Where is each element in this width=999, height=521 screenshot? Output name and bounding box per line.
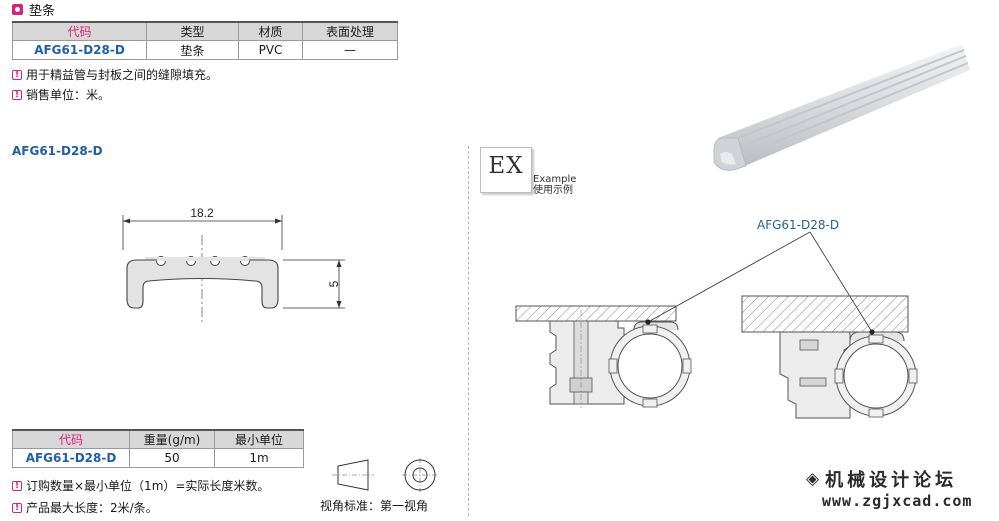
pipe-slot [682,358,692,374]
projection-cone [337,459,369,491]
order-cell-weight: 50 [129,448,215,468]
plate-section-right [741,295,909,333]
example-caption-zh: 使用示例 [533,185,573,196]
warning-icon: ! [12,70,22,80]
bracket-detail [799,339,819,351]
order-header-weight: 重量(g/m) [129,429,215,449]
spec-header-type: 类型 [146,21,239,41]
projection-label: 视角标准：第一视角 [320,499,429,513]
product-3d-render [713,44,970,171]
strip-profile-shape [126,259,279,309]
note-item: ! 订购数量×最小单位（1m）=实际长度米数。 [12,479,269,493]
arrow-head [336,301,342,308]
section-header: 垫条 [12,0,55,19]
order-header-code: 代码 [12,429,130,449]
profile-drawing: 18.2 5 [122,206,345,323]
example-caption: Example 使用示例 [533,174,576,196]
arrow-head [123,218,130,224]
notes-top: ! 用于精益管与封板之间的缝隙填充。 ! 销售单位：米。 [12,68,218,102]
watermark-url: www.zgjxcad.com [822,492,973,510]
width-dim-label: 18.2 [190,206,214,220]
strip-end-highlight [720,152,736,165]
pipe-inner-right [843,343,909,409]
strip-ridge [727,55,967,153]
order-table: 代码 重量(g/m) 最小单位 AFG61-D28-D 50 1m [12,429,304,468]
height-dim-label: 5 [327,280,341,287]
site-watermark: ◈ 机械设计论坛 [806,466,957,492]
pipe-inner-left [617,333,683,399]
spec-cell-code: AFG61-D28-D [12,40,147,60]
warning-icon: ! [12,481,22,491]
order-header-min-unit: 最小单位 [214,429,304,449]
spec-cell-surface: — [302,40,398,60]
callout-dot-left [645,319,651,325]
example-badge: EX [480,147,532,193]
pipe-slot [642,398,658,408]
spec-header-surface: 表面处理 [302,21,398,41]
spec-header-code: 代码 [12,21,147,41]
section-title: 垫条 [29,4,56,19]
example-badge-text: EX [488,153,524,179]
order-cell-code: AFG61-D28-D [12,448,130,468]
example-caption-en: Example [533,174,577,185]
notes-bottom: ! 订购数量×最小单位（1m）=实际长度米数。 ! 产品最大长度：2米/条。 [12,479,269,515]
example-callout-label: AFG61-D28-D [757,218,840,232]
strip-ridge [721,49,965,145]
warning-icon: ! [12,503,22,513]
assembly-examples [515,231,918,419]
spec-header-material: 材质 [238,21,303,41]
pipe-slot [642,324,658,334]
arrow-head [275,218,282,224]
warning-icon: ! [12,90,22,100]
callout-dot-right [869,329,875,335]
plate-section-left [515,305,677,322]
pipe-slot [608,358,618,374]
note-item: ! 销售单位：米。 [12,88,218,102]
watermark-logo-icon: ◈ [806,469,820,489]
spec-cell-type: 垫条 [146,40,239,60]
pipe-slot [868,334,884,344]
note-text: 产品最大长度：2米/条。 [26,501,158,515]
arrow-head [336,260,342,267]
note-item: ! 产品最大长度：2米/条。 [12,501,269,515]
pipe-slot [868,408,884,418]
order-cell-min-unit: 1m [214,448,304,468]
bracket-detail [799,377,827,387]
spec-table: 代码 类型 材质 表面处理 AFG61-D28-D 垫条 PVC — [12,21,398,60]
pipe-slot [908,368,918,384]
strip-ridge [733,62,969,160]
note-item: ! 用于精益管与封板之间的缝隙填充。 [12,68,218,82]
first-angle-projection-icon [332,458,438,492]
watermark-title: 机械设计论坛 [825,470,958,491]
note-text: 订购数量×最小单位（1m）=实际长度米数。 [26,479,270,493]
spec-cell-material: PVC [238,40,303,60]
profile-top-fill [145,257,265,261]
note-text: 用于精益管与封板之间的缝隙填充。 [26,68,219,82]
pipe-slot [834,368,844,384]
drawing-label: AFG61-D28-D [12,144,103,158]
note-text: 销售单位：米。 [26,88,111,102]
section-divider [468,146,469,516]
section-marker-icon [12,4,23,15]
